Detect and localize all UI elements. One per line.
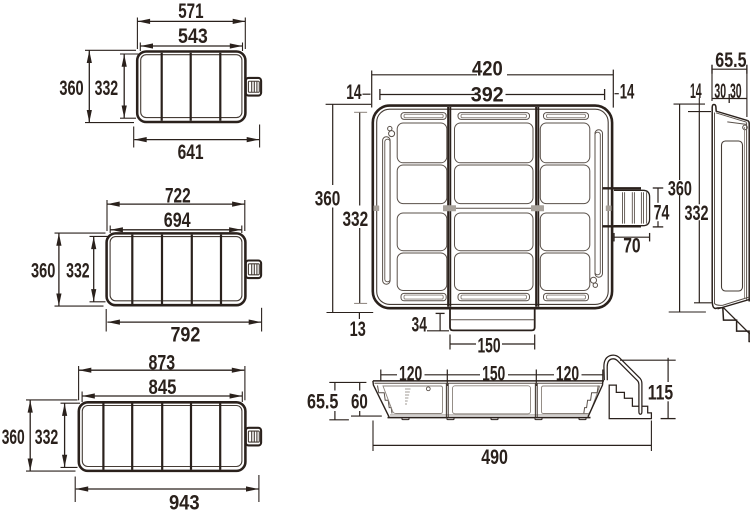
svg-text:14: 14 (620, 80, 635, 104)
svg-text:873: 873 (149, 351, 176, 375)
svg-text:34: 34 (412, 312, 427, 336)
svg-text:360: 360 (315, 186, 341, 210)
svg-text:360: 360 (31, 259, 55, 283)
svg-text:74: 74 (654, 201, 670, 225)
svg-text:120: 120 (556, 361, 579, 385)
svg-text:14: 14 (690, 79, 702, 103)
svg-text:641: 641 (178, 140, 204, 164)
svg-text:13: 13 (350, 317, 366, 341)
svg-text:420: 420 (472, 57, 503, 81)
svg-text:943: 943 (169, 490, 200, 513)
svg-text:571: 571 (178, 0, 203, 23)
svg-text:115: 115 (648, 380, 673, 404)
svg-text:150: 150 (477, 333, 500, 357)
svg-text:792: 792 (170, 323, 200, 347)
svg-text:360: 360 (59, 76, 83, 100)
svg-text:332: 332 (685, 201, 709, 225)
svg-text:490: 490 (481, 445, 508, 469)
svg-text:722: 722 (165, 183, 191, 207)
svg-text:360: 360 (2, 425, 25, 449)
svg-text:150: 150 (482, 361, 505, 385)
svg-text:332: 332 (95, 76, 119, 100)
svg-text:70: 70 (623, 234, 640, 258)
svg-text:332: 332 (343, 207, 369, 231)
svg-text:14: 14 (346, 80, 361, 104)
svg-text:332: 332 (35, 425, 59, 449)
svg-text:30: 30 (714, 79, 726, 103)
svg-text:694: 694 (164, 208, 191, 232)
svg-text:30: 30 (730, 79, 742, 103)
svg-text:845: 845 (149, 375, 177, 399)
svg-text:332: 332 (66, 259, 90, 283)
svg-text:65.5: 65.5 (715, 48, 746, 72)
svg-text:120: 120 (399, 361, 422, 385)
svg-text:60: 60 (351, 390, 368, 414)
svg-text:543: 543 (178, 24, 208, 48)
svg-text:65.5: 65.5 (307, 390, 339, 414)
